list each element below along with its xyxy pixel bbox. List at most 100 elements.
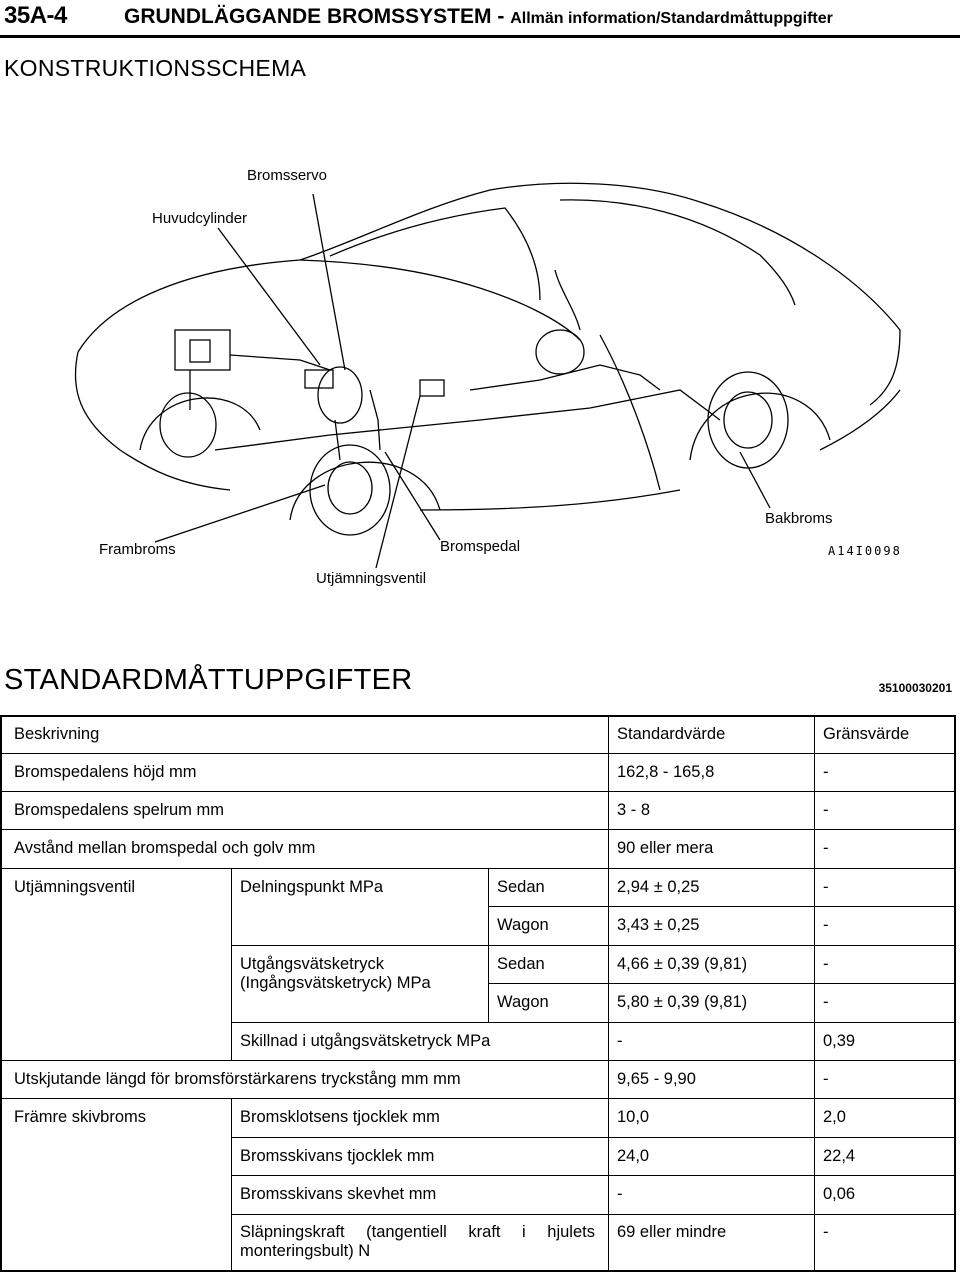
group-valve: Utjämningsventil — [14, 878, 136, 896]
rule-header — [0, 753, 956, 754]
brake-system-diagram: Bromsservo Huvudcylinder Bakbroms Frambr… — [0, 90, 960, 610]
rear-left-disc — [535, 329, 585, 375]
label-huvudcylinder: Huvudcylinder — [152, 210, 248, 227]
brake-pedal-arm — [369, 389, 381, 451]
car-rocker — [419, 489, 681, 511]
brake-line-rear — [469, 364, 661, 391]
page-header-title: GRUNDLÄGGANDE BROMSSYSTEM - Allmän infor… — [124, 5, 833, 29]
valve-out-wagon-body: Wagon — [497, 993, 549, 1011]
page-number: 35A-4 — [4, 2, 67, 29]
leader-frambroms — [154, 484, 326, 543]
rear-right-disc — [723, 391, 773, 449]
rear-right-wheel-arch — [689, 392, 831, 461]
valve-out-wagon-standard: 5,80 ± 0,39 (9,81) — [617, 993, 748, 1011]
disc-drag-limit: - — [823, 1223, 829, 1241]
row-pushrod-standard: 9,65 - 9,90 — [617, 1070, 696, 1088]
leader-bromsservo — [312, 193, 346, 371]
row-pedal-floor-desc: Avstånd mellan bromspedal och golv mm — [14, 839, 316, 857]
proportioning-valve — [419, 379, 445, 397]
header-standard: Standardvärde — [617, 725, 726, 743]
car-body-outline — [77, 182, 901, 406]
row-pedal-height-limit: - — [823, 763, 829, 781]
header-subtitle: Allmän information/Standardmåttuppgifter — [510, 10, 833, 27]
col-rule — [231, 868, 232, 1060]
disc-thickness-limit: 22,4 — [823, 1147, 856, 1165]
table-frame — [0, 715, 956, 1272]
valve-split-wagon-limit: - — [823, 916, 829, 934]
valve-diff-desc: Skillnad i utgångsvätsketryck MPa — [240, 1032, 491, 1050]
valve-split-sedan-standard: 2,94 ± 0,25 — [617, 878, 700, 896]
col-rule — [608, 715, 609, 1272]
car-lower-body — [74, 351, 231, 491]
rule — [0, 1060, 956, 1061]
brake-line-right — [334, 419, 341, 461]
valve-out-sedan-standard: 4,66 ± 0,39 (9,81) — [617, 955, 748, 973]
front-right-disc — [327, 461, 373, 515]
front-right-wheel — [309, 444, 391, 536]
row-pedal-floor-standard: 90 eller mera — [617, 839, 714, 857]
valve-out-wagon-limit: - — [823, 993, 829, 1011]
valve-split-point: Delningspunkt MPa — [240, 878, 384, 896]
rule — [231, 1022, 956, 1023]
document-number: 35100030201 — [878, 681, 952, 695]
hydraulic-unit — [174, 329, 231, 371]
col-rule — [231, 1098, 232, 1272]
car-brake-illustration — [74, 182, 901, 569]
disc-runout-limit: 0,06 — [823, 1185, 856, 1203]
group-front-disc: Främre skivbroms — [14, 1108, 147, 1126]
valve-split-wagon-standard: 3,43 ± 0,25 — [617, 916, 700, 934]
rule — [231, 1214, 956, 1215]
brake-line-main — [214, 389, 721, 451]
valve-diff-limit: 0,39 — [823, 1032, 856, 1050]
brake-booster — [317, 366, 363, 424]
col-rule — [814, 715, 815, 1272]
front-left-wheel-arch — [139, 397, 261, 451]
row-pedal-floor-limit: - — [823, 839, 829, 857]
rule — [0, 1098, 956, 1099]
disc-thickness-desc: Bromsskivans tjocklek mm — [240, 1147, 435, 1165]
valve-diff-standard: - — [617, 1032, 623, 1050]
rule — [488, 983, 956, 984]
header-rule — [0, 35, 960, 38]
row-pushrod-limit: - — [823, 1070, 829, 1088]
disc-thickness-standard: 24,0 — [617, 1147, 650, 1165]
rule — [0, 791, 956, 792]
label-bakbroms: Bakbroms — [765, 510, 833, 527]
valve-out-sedan-body: Sedan — [497, 955, 545, 973]
section-title-specs: STANDARDMÅTTUPPGIFTER — [4, 664, 413, 696]
master-cylinder — [304, 369, 334, 389]
leader-bakbroms — [739, 451, 771, 509]
rule — [231, 945, 956, 946]
col-rule — [488, 868, 489, 1022]
car-door-line — [599, 334, 661, 491]
rule — [0, 829, 956, 830]
rule — [0, 868, 956, 869]
leader-utjamningsventil — [375, 395, 421, 569]
figure-code: A14I0098 — [828, 544, 902, 558]
label-bromsservo: Bromsservo — [247, 167, 328, 184]
rule — [488, 906, 956, 907]
disc-pad-desc: Bromsklotsens tjocklek mm — [240, 1108, 440, 1126]
car-side-window — [559, 199, 796, 306]
valve-output-pressure: Utgångsvätsketryck (Ingångsvätsketryck) … — [240, 955, 431, 992]
row-pedal-height-standard: 162,8 - 165,8 — [617, 763, 715, 781]
valve-out-sedan-limit: - — [823, 955, 829, 973]
disc-drag-standard: 69 eller mindre — [617, 1223, 727, 1241]
front-left-disc — [159, 392, 217, 458]
label-frambroms: Frambroms — [99, 541, 176, 558]
header-title: GRUNDLÄGGANDE BROMSSYSTEM - — [124, 5, 505, 28]
disc-runout-standard: - — [617, 1185, 623, 1203]
car-roofline — [299, 259, 581, 341]
valve-split-sedan-limit: - — [823, 878, 829, 896]
rule — [231, 1175, 956, 1176]
row-pedal-play-standard: 3 - 8 — [617, 801, 651, 819]
disc-runout-desc: Bromsskivans skevhet mm — [240, 1185, 437, 1203]
rear-lower — [819, 389, 901, 451]
header-limit: Gränsvärde — [823, 725, 910, 743]
front-right-wheel-arch — [289, 461, 441, 521]
row-pedal-play-limit: - — [823, 801, 829, 819]
disc-pad-limit: 2,0 — [823, 1108, 846, 1126]
label-utjamningsventil: Utjämningsventil — [316, 570, 427, 587]
section-title-construction: KONSTRUKTIONSSCHEMA — [4, 55, 307, 81]
valve-split-sedan-body: Sedan — [497, 878, 545, 896]
